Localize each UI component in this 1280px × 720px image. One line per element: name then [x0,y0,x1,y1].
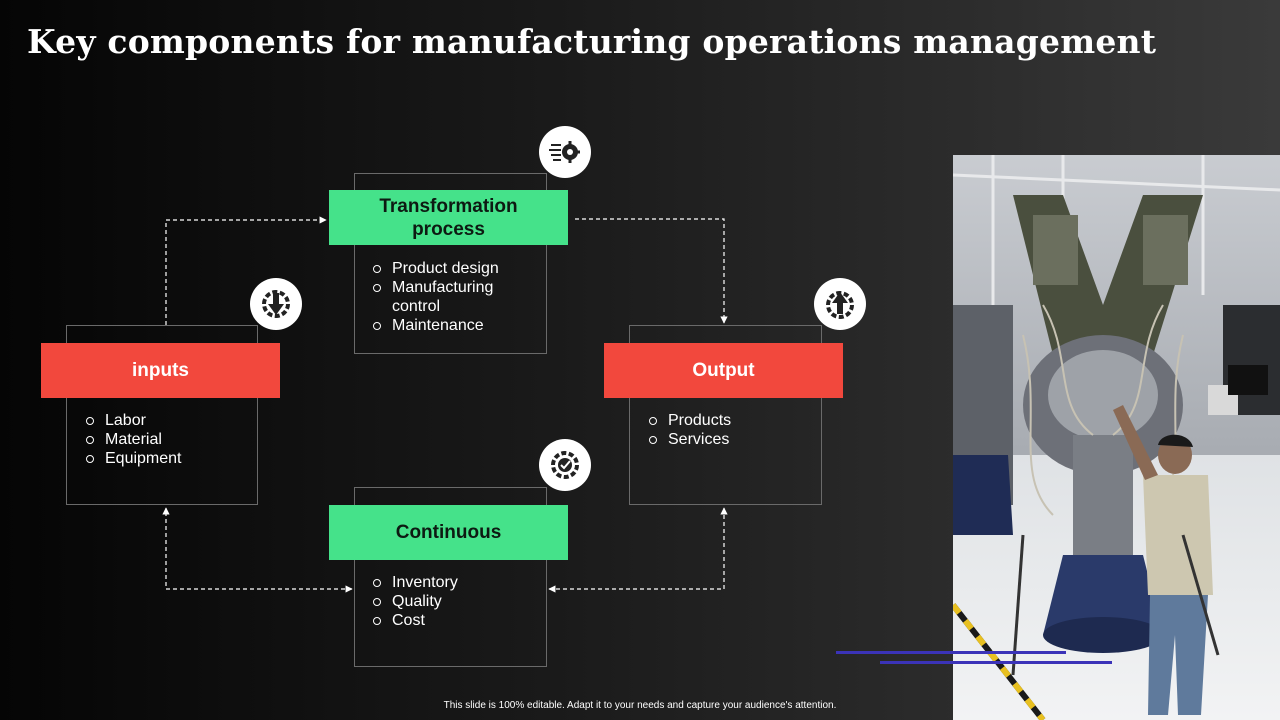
inputs-title: inputs [132,359,189,382]
gear-check-icon [539,439,591,491]
output-list: Products Services [649,411,809,449]
connector-transformation-to-output [575,219,724,323]
upload-gear-icon [814,278,866,330]
connector-output-to-continuous [549,508,724,589]
list-item: Manufacturing control [373,278,502,316]
inputs-header: inputs [41,343,280,398]
continuous-title: Continuous [396,521,502,544]
gear-data-icon [539,126,591,178]
connector-continuous-to-inputs [166,508,352,589]
transformation-list: Product design Manufacturing control Mai… [373,259,533,335]
connector-inputs-to-transformation [166,220,326,325]
list-item: Inventory [373,573,533,592]
output-header: Output [604,343,843,398]
engine-technician-photo [953,155,1280,720]
continuous-header: Continuous [329,505,568,560]
list-item: Product design [373,259,533,278]
download-gear-icon [250,278,302,330]
accent-line-bottom [880,661,1112,664]
list-item: Material [86,430,246,449]
output-title: Output [692,359,754,382]
continuous-list: Inventory Quality Cost [373,573,533,630]
list-item: Products [649,411,809,430]
list-item: Quality [373,592,533,611]
inputs-list: Labor Material Equipment [86,411,246,468]
list-item: Maintenance [373,316,533,335]
list-item: Labor [86,411,246,430]
list-item: Cost [373,611,533,630]
footer-note: This slide is 100% editable. Adapt it to… [0,700,1280,711]
transformation-title: Transformation process [374,195,524,241]
list-item: Services [649,430,809,449]
list-item: Equipment [86,449,246,468]
transformation-header: Transformation process [329,190,568,245]
accent-line-top [836,651,1066,654]
